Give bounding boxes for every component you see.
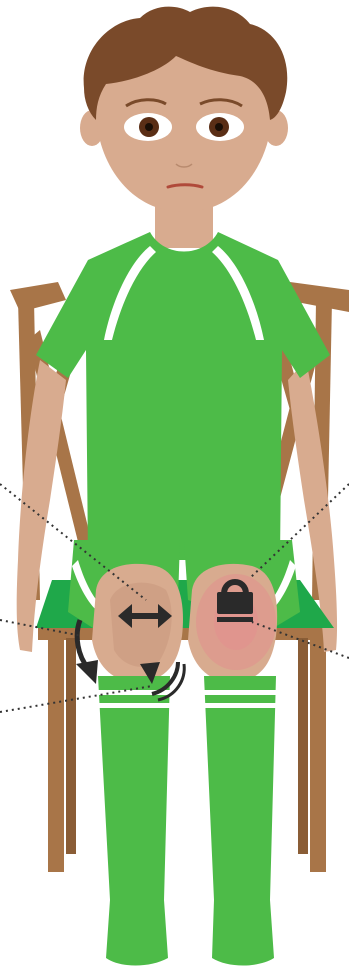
chair-leg-back-left	[66, 638, 76, 854]
right-sock	[204, 676, 276, 966]
left-sock	[98, 676, 170, 966]
chair-leg-front-left	[48, 638, 64, 872]
left-pupil	[145, 123, 153, 131]
head	[80, 7, 288, 212]
left-sock-stripe-2	[98, 703, 170, 708]
socks	[98, 676, 276, 966]
right-sock-stripe-1	[204, 690, 276, 695]
chair-seat-rail	[38, 626, 333, 640]
left-knee-shade	[110, 583, 172, 667]
right-sock-stripe-2	[204, 703, 276, 708]
chair-leg-back-right	[298, 638, 308, 854]
chair-leg-front-right	[310, 638, 326, 872]
right-pupil	[215, 123, 223, 131]
